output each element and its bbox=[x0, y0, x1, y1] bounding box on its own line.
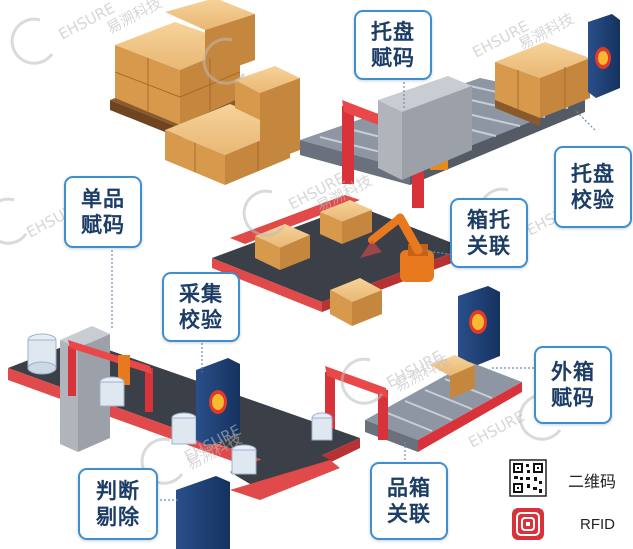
callout-single-code-line2: 赋码 bbox=[81, 213, 125, 237]
callout-tray-code: 托盘 赋码 bbox=[354, 10, 432, 80]
qrcode-icon bbox=[509, 459, 547, 497]
callout-box-tray-link-line1: 箱托 bbox=[467, 208, 511, 232]
legend-rfid-label: RFID bbox=[580, 516, 615, 533]
callout-judge-reject: 判断 剔除 bbox=[78, 468, 158, 540]
conveyor-boxes-middle bbox=[255, 200, 382, 326]
gray-station-upper bbox=[378, 76, 472, 180]
callout-collect-verify-line1: 采集 bbox=[179, 282, 223, 306]
callout-tray-code-line2: 赋码 bbox=[371, 46, 415, 70]
callout-tray-verify-line2: 校验 bbox=[571, 188, 615, 212]
callout-item-box-link-line1: 品箱 bbox=[387, 476, 431, 500]
product-cylinders bbox=[27, 333, 333, 475]
callout-item-box-link: 品箱 关联 bbox=[370, 462, 448, 540]
callout-box-tray-link-line2: 关联 bbox=[467, 234, 511, 258]
callout-outer-box-code-line2: 赋码 bbox=[551, 386, 595, 410]
rfid-cabinet-top-right bbox=[588, 14, 620, 98]
callout-item-box-link-line2: 关联 bbox=[387, 502, 431, 526]
callout-outer-box-code: 外箱 赋码 bbox=[534, 346, 612, 424]
callout-box-tray-link: 箱托 关联 bbox=[450, 198, 528, 268]
robot-arm bbox=[360, 213, 434, 282]
rfid-cabinet-middle bbox=[458, 286, 500, 368]
callout-collect-verify: 采集 校验 bbox=[162, 272, 240, 342]
box-stack-front bbox=[165, 66, 300, 185]
callout-judge-reject-line1: 判断 bbox=[96, 479, 140, 503]
item-box-gantry bbox=[325, 366, 388, 440]
callout-tray-verify: 托盘 校验 bbox=[554, 146, 632, 228]
callout-single-code: 单品 赋码 bbox=[64, 176, 142, 248]
callout-judge-reject-line2: 剔除 bbox=[96, 505, 140, 529]
rfid-cabinet-collect bbox=[196, 358, 240, 446]
pallet-box-stack-right bbox=[495, 42, 590, 126]
callout-tray-code-line1: 托盘 bbox=[371, 20, 415, 44]
callout-single-code-line1: 单品 bbox=[81, 187, 125, 211]
callout-tray-verify-line1: 托盘 bbox=[571, 162, 615, 186]
legend-qrcode-label: 二维码 bbox=[568, 472, 617, 491]
callout-collect-verify-line2: 校验 bbox=[179, 308, 223, 332]
callout-outer-box-code-line1: 外箱 bbox=[551, 360, 595, 384]
single-code-station bbox=[60, 326, 153, 452]
rfid-icon bbox=[512, 508, 544, 540]
reject-cabinet bbox=[176, 476, 230, 549]
